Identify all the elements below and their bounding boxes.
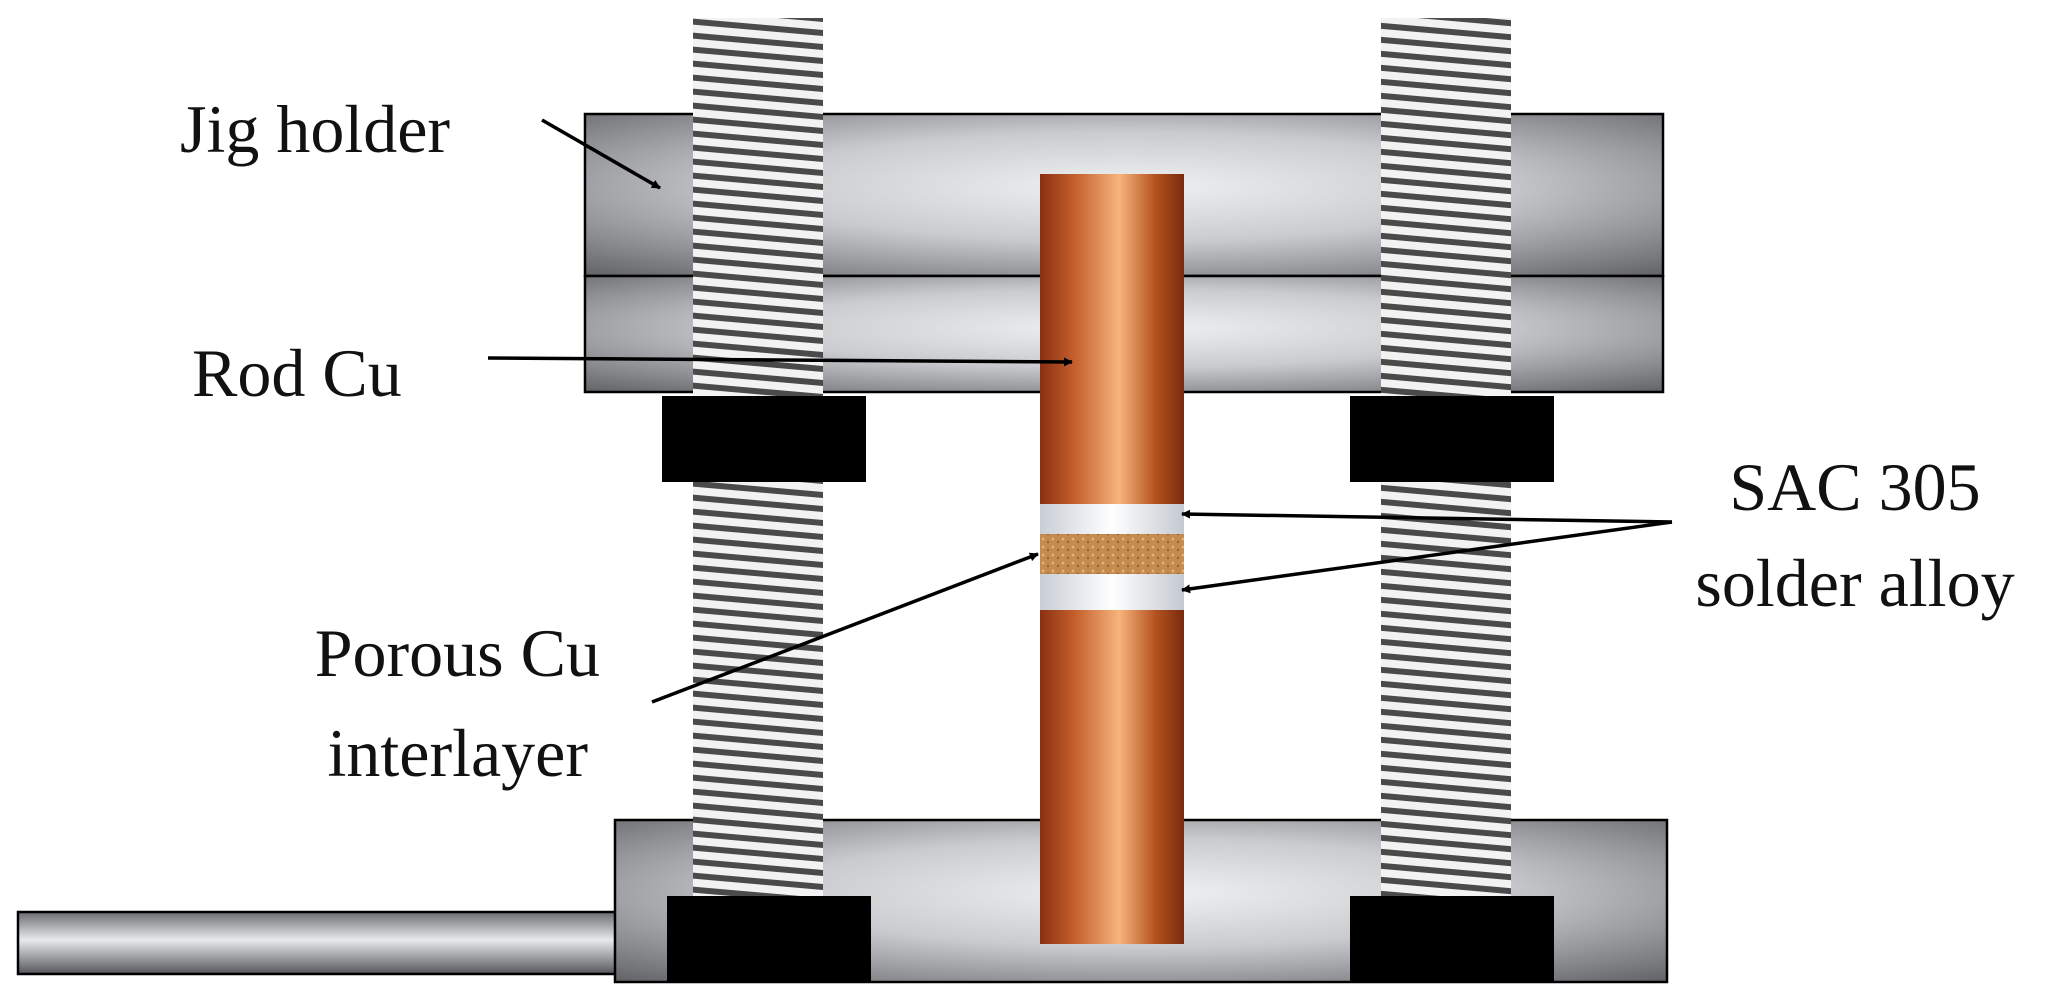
jig-holder-label: Jig holder bbox=[180, 91, 450, 167]
left-lower-nut bbox=[667, 896, 871, 982]
porous-cu-interlayer bbox=[1040, 534, 1184, 574]
porous-cu-label-line2: interlayer bbox=[327, 715, 588, 791]
porous-cu-arrow bbox=[651, 552, 1039, 704]
solder-layer-top bbox=[1040, 504, 1184, 534]
right-lower-nut bbox=[1350, 896, 1554, 982]
sac-bottom-arrow bbox=[1181, 520, 1673, 594]
sac-top-arrow bbox=[1181, 509, 1673, 524]
sac-label-line2: solder alloy bbox=[1695, 545, 2014, 621]
lever-arm bbox=[16, 910, 620, 976]
rod-cu-label: Rod Cu bbox=[192, 335, 402, 411]
jig-holder-arrow bbox=[541, 118, 661, 190]
right-upper-nut bbox=[1350, 396, 1554, 482]
porous-cu-label-line1: Porous Cu bbox=[315, 615, 600, 691]
solder-layer-bottom bbox=[1040, 574, 1184, 610]
rod-cu-arrow bbox=[487, 356, 1073, 367]
left-upper-nut bbox=[662, 396, 866, 482]
sac-label-line1: SAC 305 bbox=[1729, 449, 1980, 525]
